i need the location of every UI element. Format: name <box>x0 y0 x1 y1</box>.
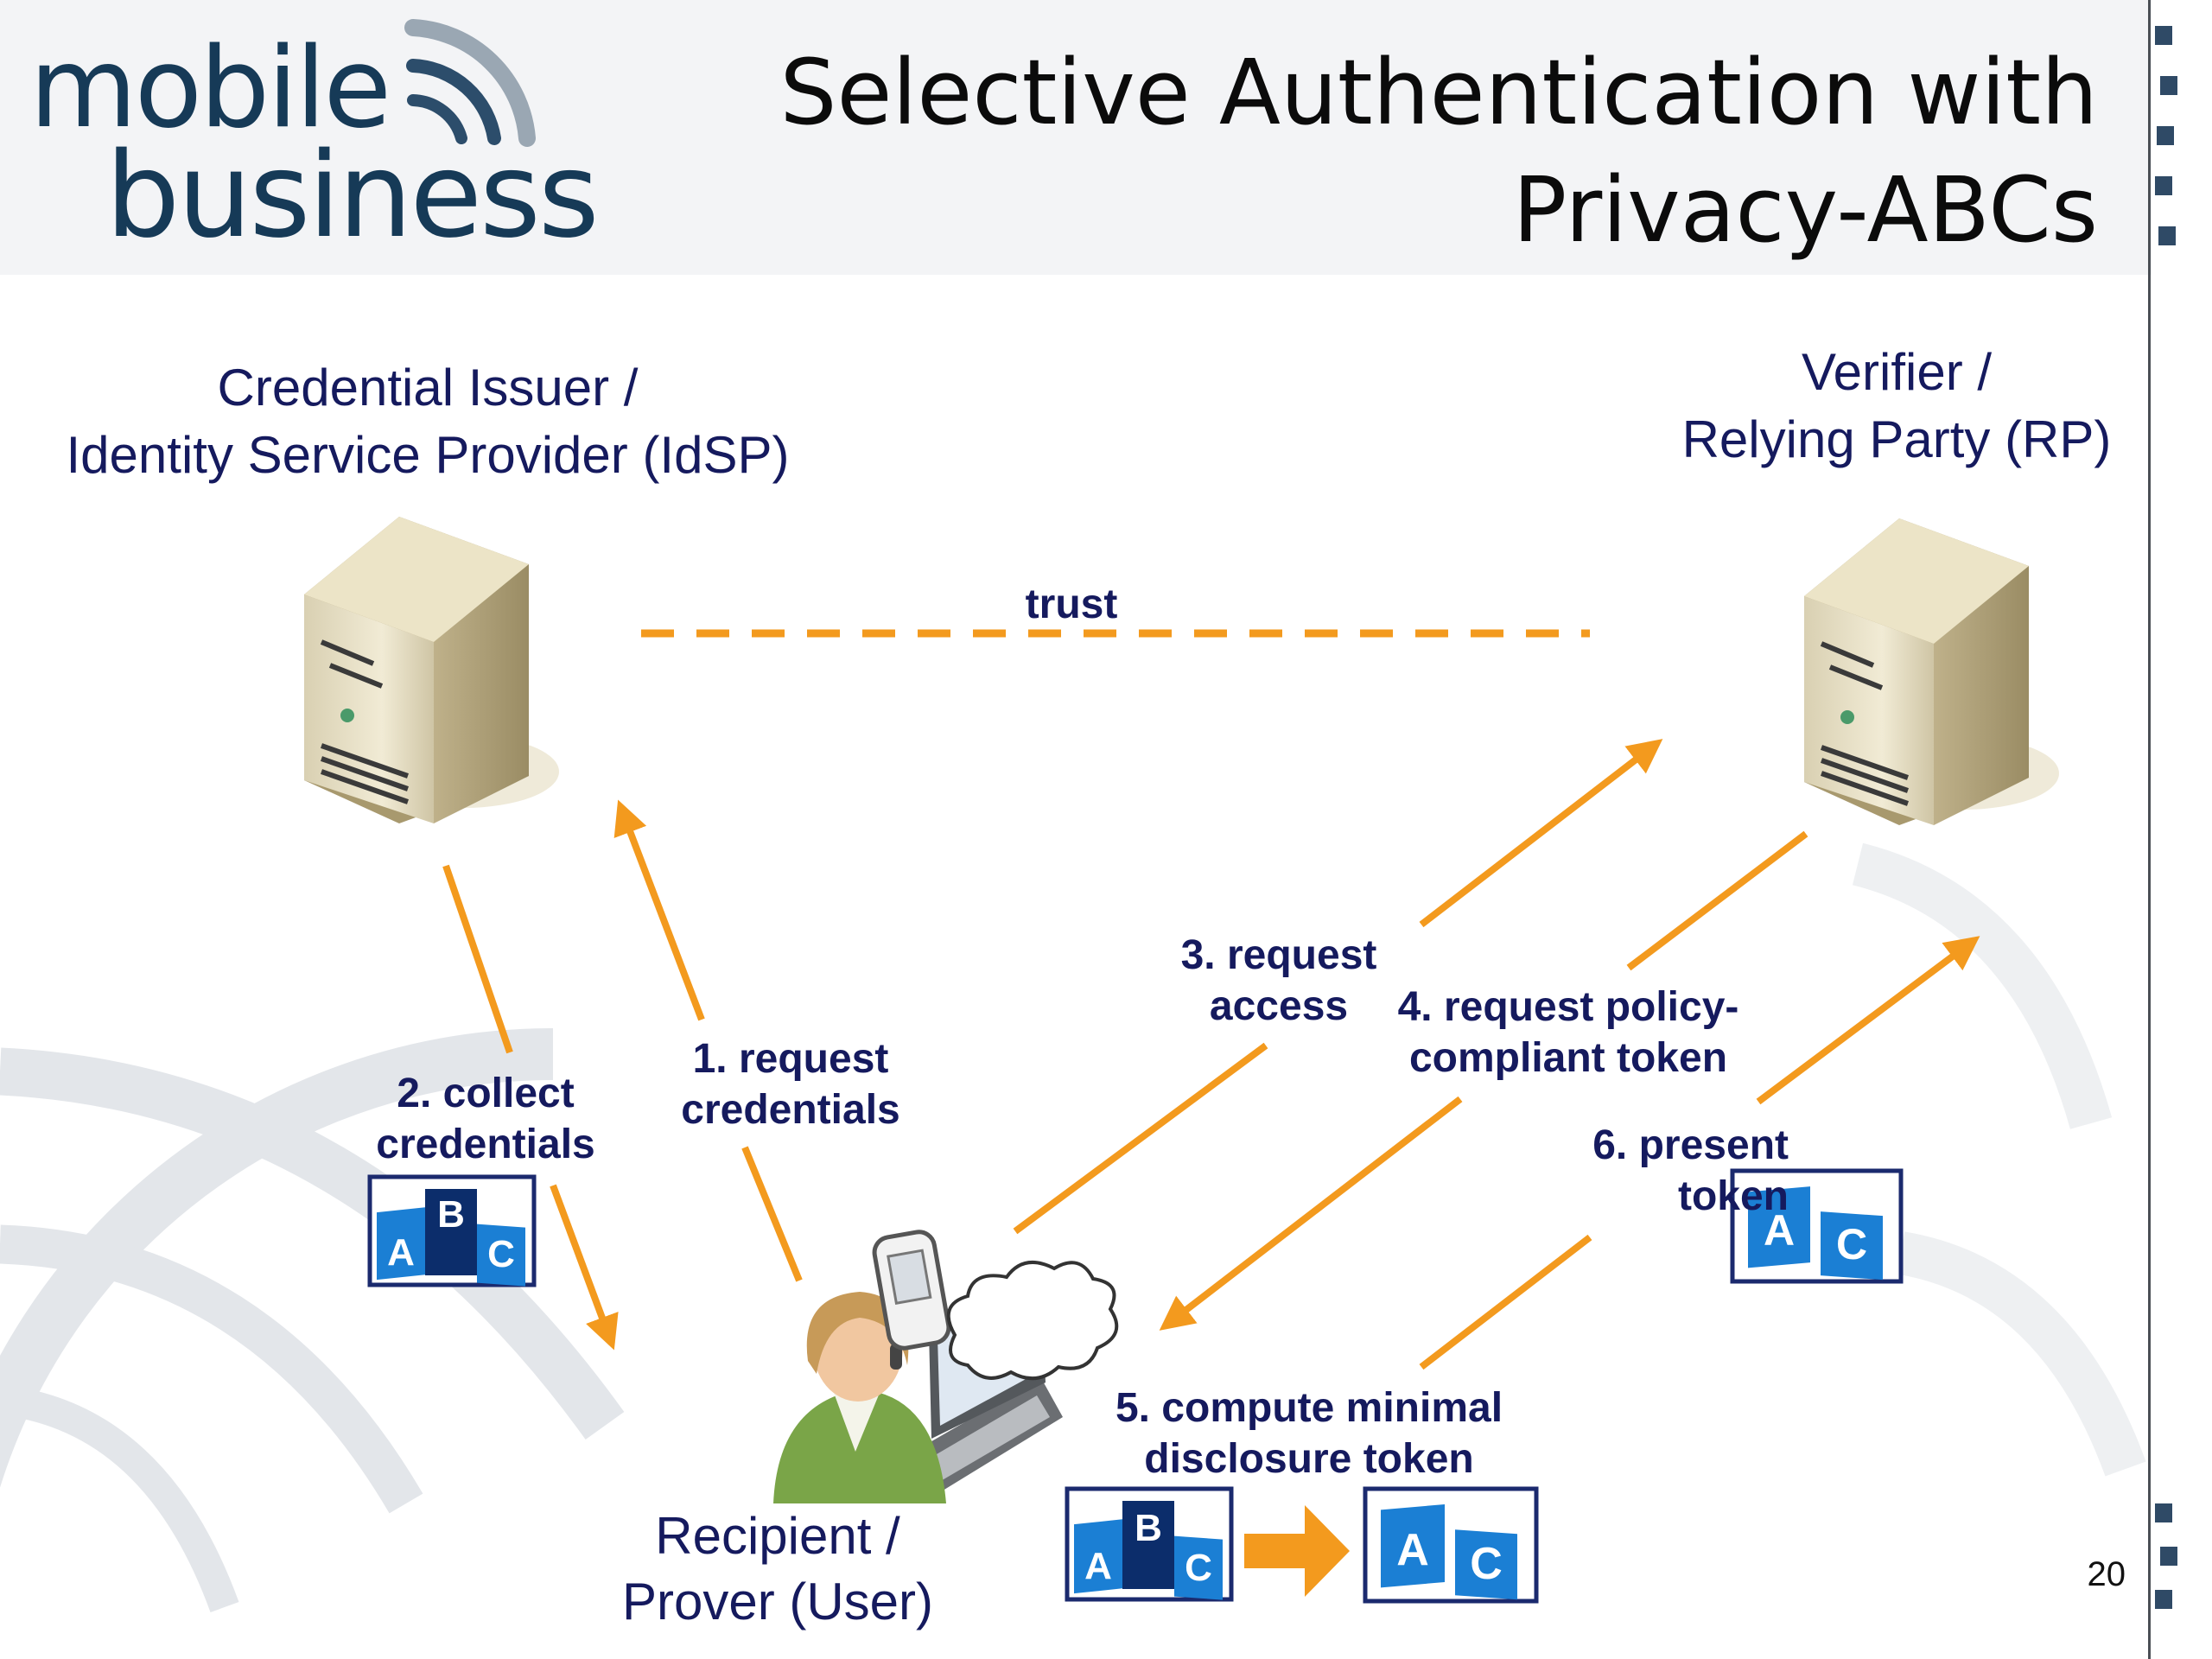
credential-card-full: A B C <box>367 1174 537 1287</box>
step5-label: 5. compute minimal disclosure token <box>1080 1382 1538 1484</box>
card-letter-c: C <box>487 1233 515 1275</box>
step1-label: 1. request credentials <box>657 1033 925 1135</box>
card-letter-a: A <box>387 1231 415 1274</box>
step3-label-line2: access <box>1209 983 1349 1029</box>
card-letter-c: C <box>1470 1539 1503 1589</box>
issuer-label-line1: Credential Issuer / <box>217 359 639 416</box>
step2-label-line1: 2. collect <box>397 1071 575 1116</box>
arrow-3-request-access-lower <box>1013 1042 1268 1235</box>
card-letter-c: C <box>1836 1220 1867 1268</box>
user-label: Recipient / Prover (User) <box>553 1503 1002 1635</box>
verifier-label-line2: Relying Party (RP) <box>1681 410 2112 468</box>
step1-label-line1: 1. request <box>692 1036 889 1082</box>
background-arcs <box>0 1028 625 1612</box>
arrow-6-present-token-lower <box>1419 1234 1592 1370</box>
card-letter-a: A <box>1764 1206 1795 1255</box>
logo-text-mobile: mobile <box>29 24 391 153</box>
arrow-4-request-token-lower <box>1159 1096 1463 1331</box>
user-label-line2: Prover (User) <box>621 1573 934 1630</box>
step3-label-line1: 3. request <box>1180 932 1377 978</box>
user-label-line1: Recipient / <box>655 1507 900 1565</box>
phone-icon <box>872 1230 951 1351</box>
arrow-1-request-credentials-lower <box>741 1146 803 1282</box>
step6-label: 6. present token <box>1555 1120 1789 1222</box>
token-card-minimal-step5: A C <box>1363 1486 1539 1604</box>
step6-label-line2: token <box>1677 1173 1789 1219</box>
thought-cloud-icon <box>946 1261 1119 1381</box>
step2-label: 2. collect credentials <box>356 1068 615 1170</box>
token-card-minimal-step6: A C <box>1730 1168 1904 1284</box>
arrow-6-present-token-upper <box>1756 936 1980 1105</box>
card-letter-b: B <box>437 1193 465 1236</box>
step5-label-line2: disclosure token <box>1144 1436 1474 1482</box>
issuer-server-icon <box>304 517 559 823</box>
step3-label: 3. request access <box>1158 930 1400 1032</box>
issuer-label-line2: Identity Service Provider (IdSP) <box>66 426 790 484</box>
step6-label-line1: 6. present <box>1592 1122 1789 1168</box>
arrow-1-request-credentials-upper <box>613 799 705 1021</box>
logo-text-business: business <box>105 128 600 264</box>
verifier-label: Verifier / Relying Party (RP) <box>1650 339 2143 474</box>
credential-card-full-step5: A B C <box>1065 1486 1234 1602</box>
step4-label: 4. request policy- compliant token <box>1365 982 1771 1084</box>
header-band <box>0 0 2152 275</box>
flow-arrows <box>442 739 1980 1370</box>
page-number: 20 <box>2087 1555 2126 1593</box>
arrow-2-collect-credentials-lower <box>550 1184 619 1351</box>
step2-label-line2: credentials <box>376 1122 595 1167</box>
user-icon <box>773 1230 1119 1503</box>
card-letter-a: A <box>1396 1525 1429 1575</box>
arrow-3-request-access-upper <box>1419 739 1663 928</box>
page-title-line1: Selective Authentication with <box>779 40 2098 145</box>
arrow-2-collect-credentials-upper <box>442 864 513 1054</box>
verifier-server-icon <box>1804 518 2059 825</box>
signal-icon <box>404 19 536 147</box>
step4-label-line2: compliant token <box>1408 1035 1728 1081</box>
issuer-label: Credential Issuer / Identity Service Pro… <box>17 354 838 489</box>
verifier-label-line1: Verifier / <box>1801 343 1993 401</box>
background-watermark <box>1852 842 2146 1477</box>
page-title-line2: Privacy-ABCs <box>1512 157 2098 263</box>
edge-marks <box>2155 26 2177 1609</box>
card-letter-b: B <box>1135 1507 1162 1549</box>
card-letter-a: A <box>1084 1545 1112 1587</box>
step5-label-line1: 5. compute minimal <box>1115 1385 1503 1431</box>
transform-arrow-icon <box>1244 1505 1350 1597</box>
slide-border <box>2148 0 2151 1659</box>
card-letter-c: C <box>1185 1547 1212 1589</box>
step1-label-line2: credentials <box>681 1087 900 1133</box>
trust-label: trust <box>1025 582 1118 627</box>
step4-label-line1: 4. request policy- <box>1397 984 1739 1030</box>
arrow-4-request-token-upper <box>1626 830 1808 971</box>
